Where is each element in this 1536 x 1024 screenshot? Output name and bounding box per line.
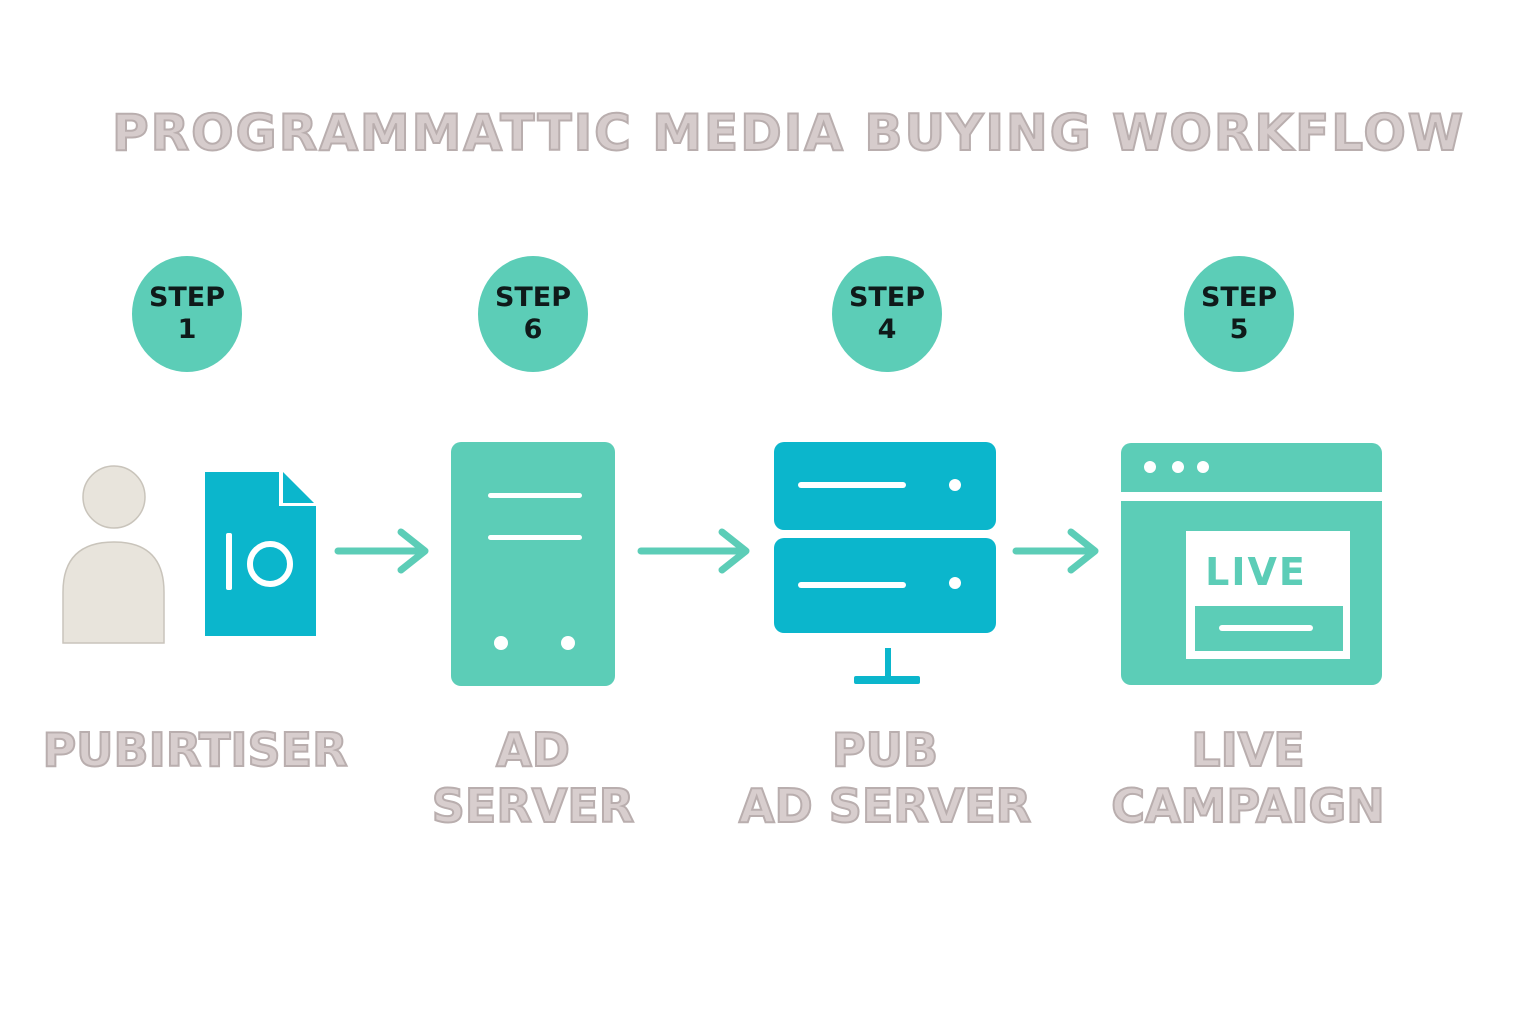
node-label-line: SERVER xyxy=(431,778,635,834)
person-icon xyxy=(62,465,165,644)
diagram-title: PROGRAMMATTIC MEDIA BUYING WORKFLOW xyxy=(111,103,1466,163)
step-word: STEP xyxy=(494,281,572,313)
step-number: 1 xyxy=(177,314,197,345)
live-badge-text: LIVE xyxy=(1205,550,1307,594)
node-label-line: AD xyxy=(495,722,571,778)
document-icon xyxy=(205,472,316,636)
node-label-ad-server: AD SERVER xyxy=(400,722,666,834)
step-badge-1: STEP 1 xyxy=(132,256,242,372)
step-number: 4 xyxy=(877,314,897,345)
node-label-pub-ad-server: PUB AD SERVER xyxy=(730,722,1040,834)
browser-window-icon xyxy=(1121,443,1382,685)
node-label-line: PUB xyxy=(831,722,939,778)
step-badge-4: STEP 5 xyxy=(1184,256,1294,372)
node-label-advertiser: PUBIRTISER xyxy=(40,722,350,778)
step-word: STEP xyxy=(148,281,226,313)
step-number: 5 xyxy=(1229,314,1249,345)
arrow-right-icon xyxy=(1012,528,1099,574)
step-badge-2: STEP 6 xyxy=(478,256,588,372)
step-word: STEP xyxy=(848,281,926,313)
arrow-right-icon xyxy=(637,528,750,574)
step-badge-3: STEP 4 xyxy=(832,256,942,372)
arrow-right-icon xyxy=(334,528,429,574)
node-label-line: AD SERVER xyxy=(738,778,1032,834)
node-label-line: CAMPAIGN xyxy=(1110,778,1386,834)
step-word: STEP xyxy=(1200,281,1278,313)
server-rack-icon xyxy=(774,442,996,684)
node-label-line: LIVE xyxy=(1190,722,1305,778)
node-label-live-campaign: LIVE CAMPAIGN xyxy=(1100,722,1396,834)
step-number: 6 xyxy=(523,314,543,345)
server-tower-icon xyxy=(451,442,615,686)
node-label-line: PUBIRTISER xyxy=(41,722,348,778)
